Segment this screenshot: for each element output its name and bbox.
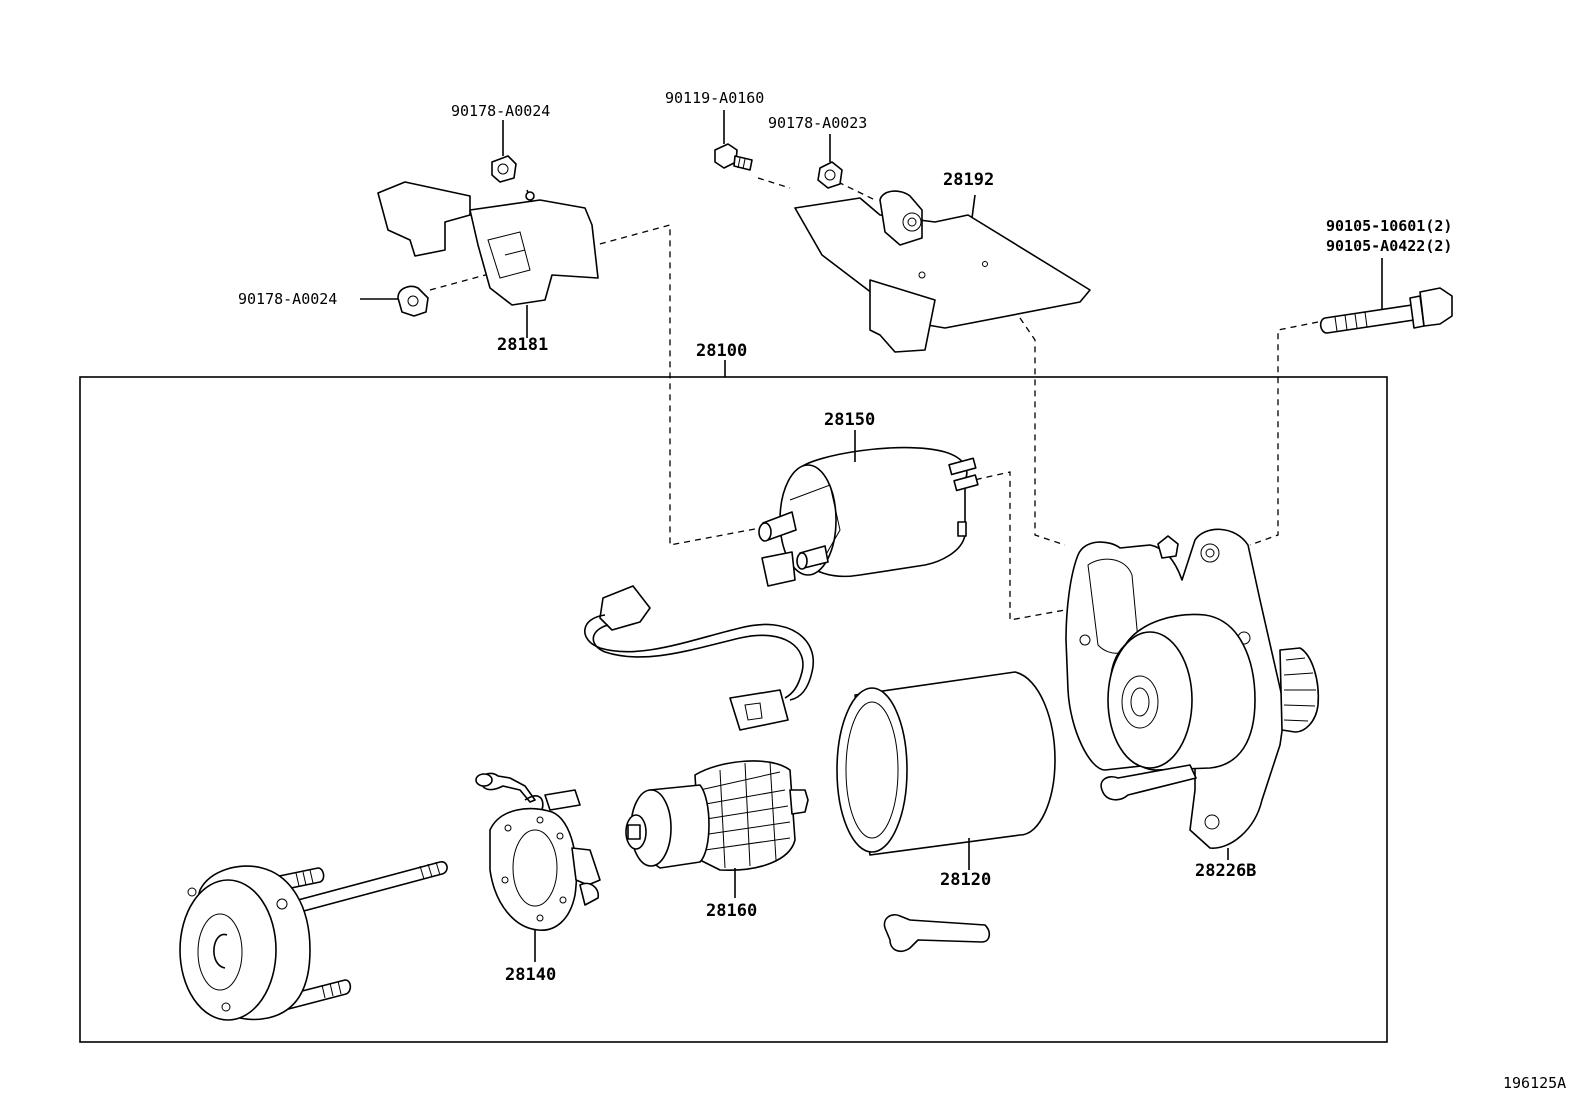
label-90178-a0023: 90178-A0023	[768, 114, 867, 132]
armature-28160	[625, 760, 809, 898]
nut-90178-a0024-top	[491, 120, 517, 183]
label-28100: 28100	[696, 341, 747, 361]
nut-90178-a0024-left	[360, 285, 429, 317]
label-28160: 28160	[706, 901, 757, 921]
lead-wire	[584, 585, 815, 731]
label-28150: 28150	[824, 410, 875, 430]
nut-90178-a0023	[817, 134, 843, 189]
end-frame	[179, 861, 448, 1021]
label-28181: 28181	[497, 335, 548, 355]
label-28226b: 28226B	[1195, 861, 1256, 881]
housing-28226b	[1065, 528, 1320, 860]
bolt-90105	[1319, 258, 1453, 334]
assembly-boundary-box	[79, 376, 1388, 1043]
cover-28192	[794, 190, 1091, 353]
solenoid-28150	[758, 430, 979, 587]
yoke-28120	[836, 671, 1056, 870]
part-labels: 90178-A0024 90178-A0024 90119-A0160 9017…	[238, 89, 1566, 1092]
diagram-reference-id: 196125A	[1503, 1074, 1566, 1092]
label-90178-a0024-top: 90178-A0024	[451, 102, 550, 120]
label-28192: 28192	[943, 170, 994, 190]
brush-holder-28140	[475, 772, 601, 962]
label-90178-a0024-left: 90178-A0024	[238, 290, 337, 308]
label-28120: 28120	[940, 870, 991, 890]
label-90105-a0422: 90105-A0422(2)	[1326, 237, 1452, 255]
label-90119-a0160: 90119-A0160	[665, 89, 764, 107]
terminal-bracket-28181	[377, 181, 599, 338]
bolt-90119-a0160	[714, 110, 753, 171]
label-90105-10601: 90105-10601(2)	[1326, 217, 1452, 235]
lever-part	[883, 913, 991, 952]
label-28140: 28140	[505, 965, 556, 985]
